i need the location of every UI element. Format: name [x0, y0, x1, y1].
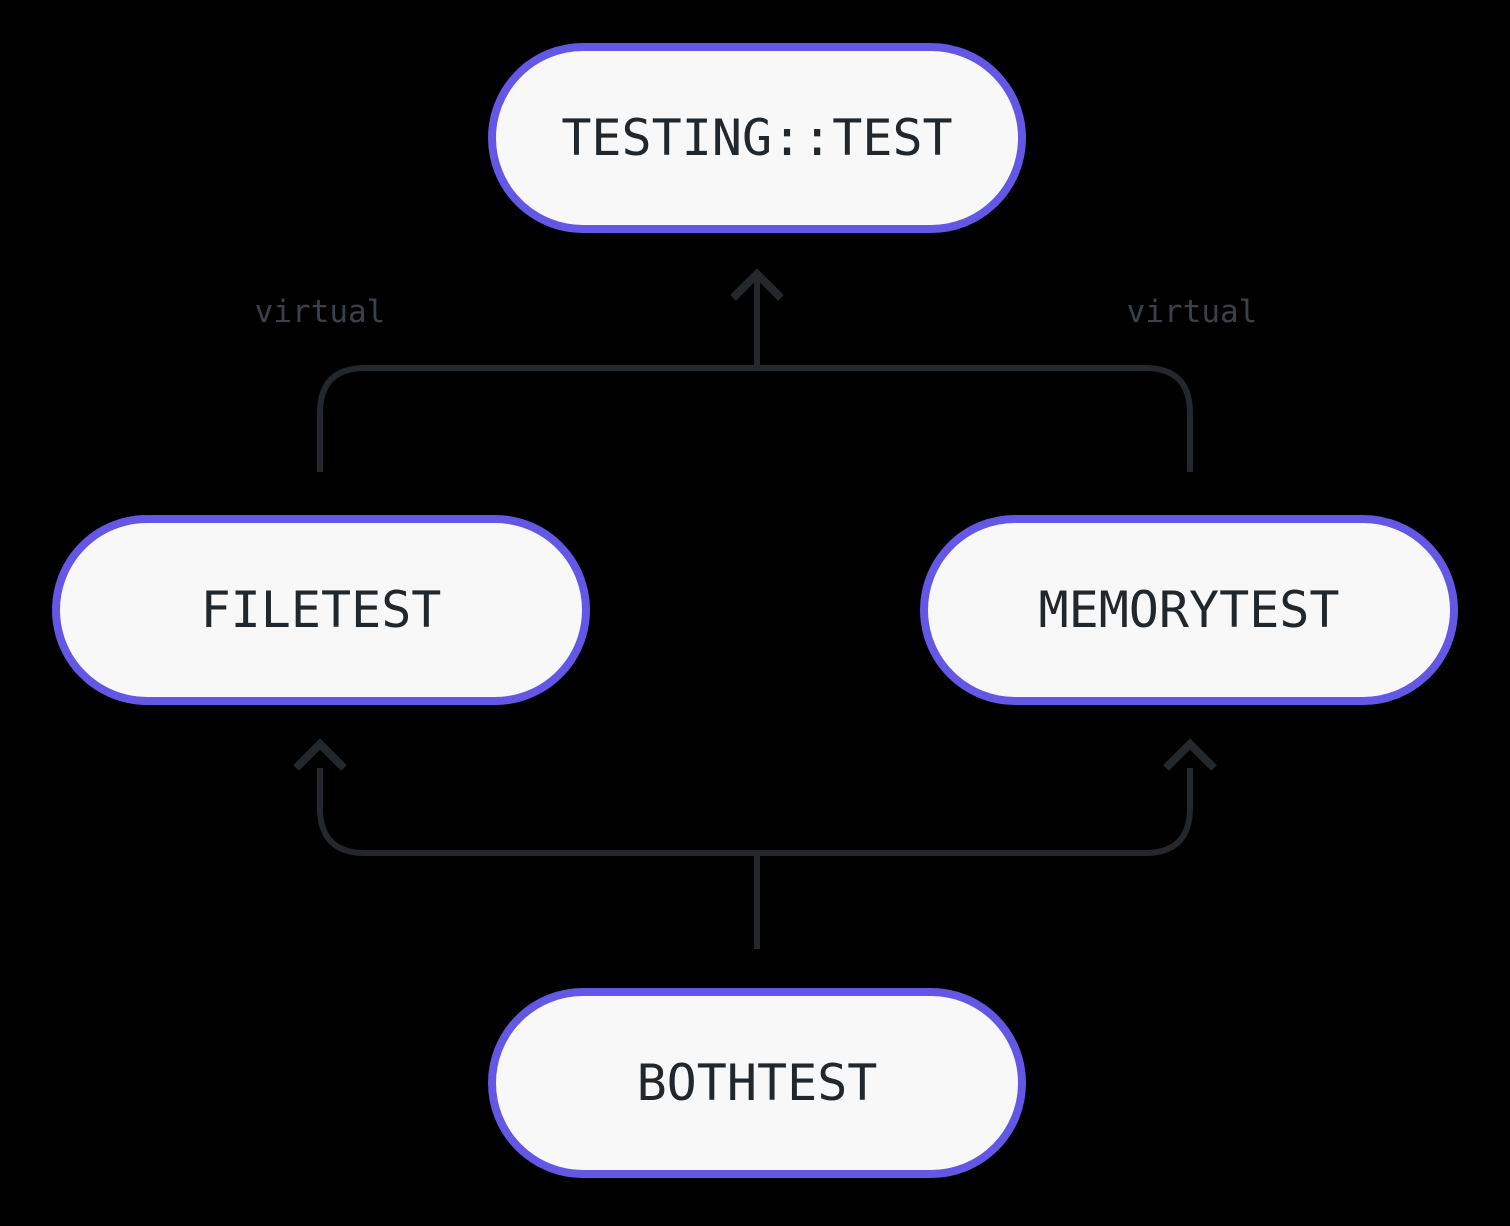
arrowhead-top-icon — [730, 268, 784, 301]
edge-top-connector — [317, 365, 1193, 472]
node-memorytest-label: MEMORYTEST — [1038, 581, 1340, 639]
arrowhead-bottom-right-icon — [1163, 738, 1217, 771]
arrowhead-bottom-left-icon — [293, 738, 347, 771]
node-testing-test-label: TESTING::TEST — [561, 109, 953, 167]
node-memorytest: MEMORYTEST — [920, 515, 1458, 705]
node-bothtest: BOTHTEST — [488, 988, 1026, 1178]
node-testing-test: TESTING::TEST — [488, 43, 1026, 233]
edge-label-virtual-left: virtual — [254, 294, 386, 330]
node-filetest: FILETEST — [52, 515, 590, 705]
edge-label-virtual-right: virtual — [1126, 294, 1258, 330]
edge-bottom-connector — [317, 768, 1193, 856]
node-bothtest-label: BOTHTEST — [636, 1054, 878, 1112]
node-filetest-label: FILETEST — [200, 581, 442, 639]
